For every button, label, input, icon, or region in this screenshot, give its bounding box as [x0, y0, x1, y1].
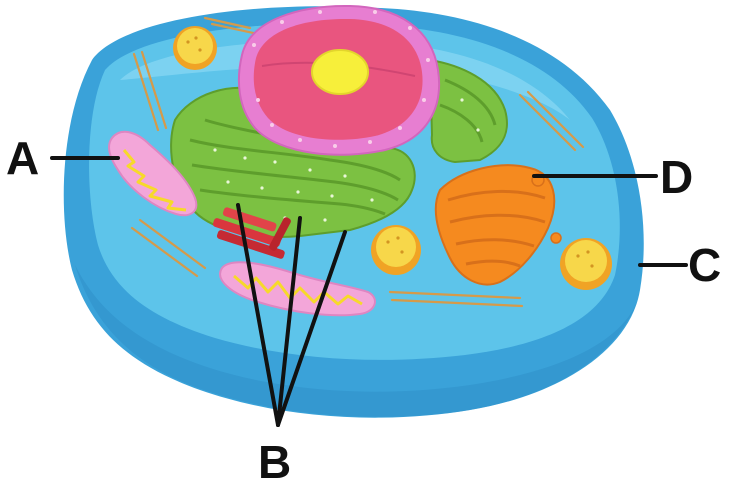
nucleolus	[312, 50, 368, 94]
label-c: C	[688, 239, 721, 291]
vesicle-top	[173, 26, 217, 70]
vesicle-center	[371, 225, 421, 275]
label-a: A	[6, 132, 39, 184]
nucleus	[239, 6, 439, 155]
label-b: B	[258, 436, 291, 488]
vesicle-right	[560, 238, 612, 290]
label-d: D	[660, 151, 693, 203]
